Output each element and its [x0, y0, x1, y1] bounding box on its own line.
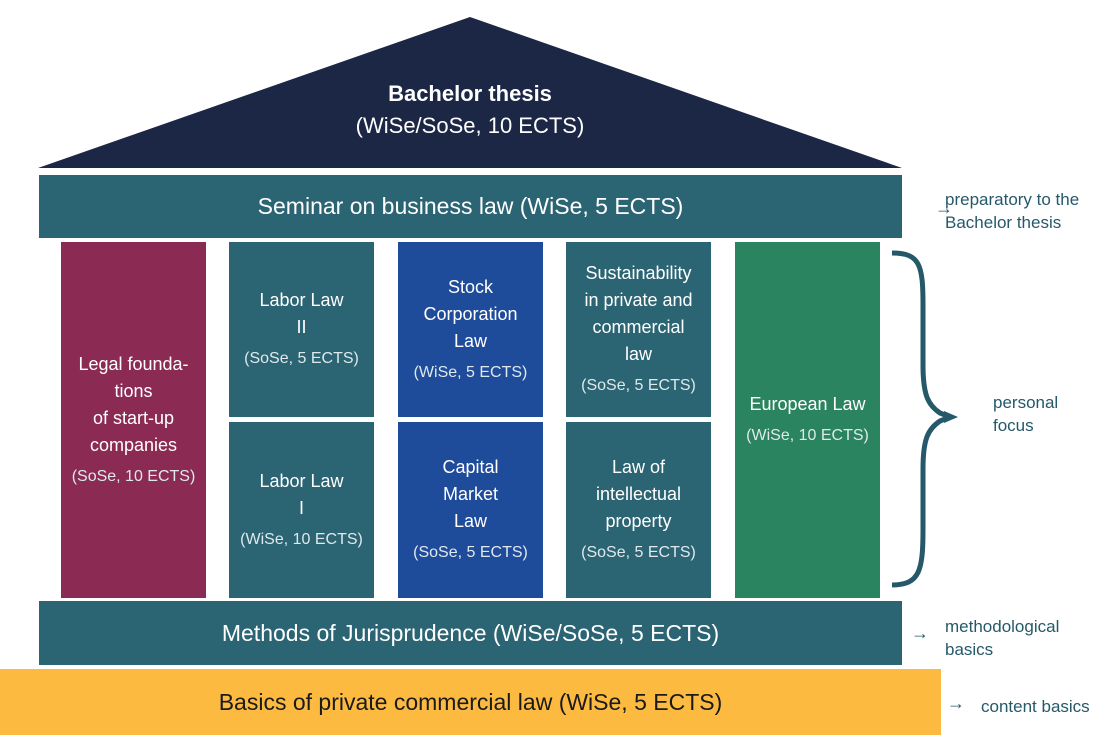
title-line: Sustainability [585, 263, 692, 283]
title-line: Stock [447, 276, 494, 297]
pillar-intellectual-property-law: Law of intellectual property (SoSe, 5 EC… [566, 422, 711, 598]
pillar-meta: (SoSe, 5 ECTS) [581, 544, 696, 561]
methods-label: Methods of Jurisprudence (WiSe/SoSe, 5 E… [221, 619, 720, 646]
title-line: of start-up [92, 407, 175, 428]
pillar-european-law: European Law (WiSe, 10 ECTS) [735, 242, 880, 598]
pillar-meta: (WiSe, 10 ECTS) [746, 427, 869, 444]
basics-label: Basics of private commercial law (WiSe, … [218, 688, 723, 715]
seminar-label: Seminar on business law (WiSe, 5 ECTS) [257, 193, 684, 219]
bachelor-thesis-meta: (WiSe/SoSe, 10 ECTS) [355, 113, 585, 138]
curly-brace-icon [891, 250, 958, 588]
pillar-startup: Legal founda- tions of start-up companie… [61, 242, 206, 598]
title-line: Market [442, 484, 498, 504]
title-line: European Law [749, 394, 866, 414]
pillar-capital-market-law: Capital Market Law (SoSe, 5 ECTS) [398, 422, 543, 598]
pillar-meta: (SoSe, 5 ECTS) [581, 377, 696, 394]
pillar-labor-law-2: Labor Law II (SoSe, 5 ECTS) [229, 242, 374, 417]
bachelor-thesis-title: Bachelor thesis [388, 81, 552, 106]
note-line: basics [945, 640, 994, 659]
title-line: Law [453, 330, 488, 351]
note-content-basics: content basics [981, 697, 1090, 716]
title-line: intellectual [595, 484, 682, 504]
pillar-meta: (SoSe, 10 ECTS) [71, 467, 196, 485]
arrow-icon: → [935, 198, 953, 218]
title-line: commercial [592, 317, 685, 337]
pillar-meta: (SoSe, 5 ECTS) [244, 350, 359, 367]
roof-triangle [38, 17, 902, 168]
note-line: preparatory to the [945, 190, 1080, 209]
title-line: property [605, 511, 672, 531]
note-personal-focus: personal focus [993, 391, 1058, 437]
roof [38, 17, 902, 168]
pillar-meta: (SoSe, 5 ECTS) [413, 544, 528, 561]
title-line: law [624, 344, 652, 364]
title-line: tions [114, 380, 153, 401]
note-line: Bachelor thesis [945, 213, 1062, 232]
pillar-stock-corporation-law: Stock Corporation Law (WiSe, 5 ECTS) [398, 242, 543, 417]
pillar-title: Legal founda- tions of start-up companie… [78, 351, 188, 459]
pillar-meta: (WiSe, 10 ECTS) [240, 530, 363, 548]
seminar-band: Seminar on business law (WiSe, 5 ECTS) [39, 175, 902, 238]
note-line: focus [993, 416, 1034, 435]
title-line: Labor Law [259, 290, 344, 310]
title-line: Law of [611, 457, 666, 477]
roof-label: Bachelor thesis (WiSe/SoSe, 10 ECTS) [200, 78, 740, 142]
note-line: personal [993, 393, 1059, 412]
arrow-icon: → [911, 623, 929, 643]
title-line: Capital [442, 457, 499, 477]
title-line: Legal founda- [78, 353, 189, 374]
basics-band: Basics of private commercial law (WiSe, … [0, 669, 941, 735]
pillar-meta: (WiSe, 5 ECTS) [413, 363, 528, 381]
pillar-labor-law-1: Labor Law I (WiSe, 10 ECTS) [229, 422, 374, 598]
pillar-sustainability-law: Sustainability in private and commercial… [566, 242, 711, 417]
title-line: companies [89, 434, 178, 455]
arrow-icon: → [947, 693, 965, 713]
note-preparatory: preparatory to the Bachelor thesis [945, 188, 1079, 234]
title-line: Law [453, 511, 488, 531]
title-line: Labor Law [259, 470, 344, 491]
note-methodological: methodological basics [945, 615, 1059, 661]
note-line: methodological [945, 617, 1060, 636]
title-line: I [298, 497, 304, 518]
title-line: in private and [584, 290, 693, 310]
title-line: Corporation [423, 303, 518, 324]
title-line: II [296, 317, 307, 337]
methods-band: Methods of Jurisprudence (WiSe/SoSe, 5 E… [39, 601, 902, 665]
